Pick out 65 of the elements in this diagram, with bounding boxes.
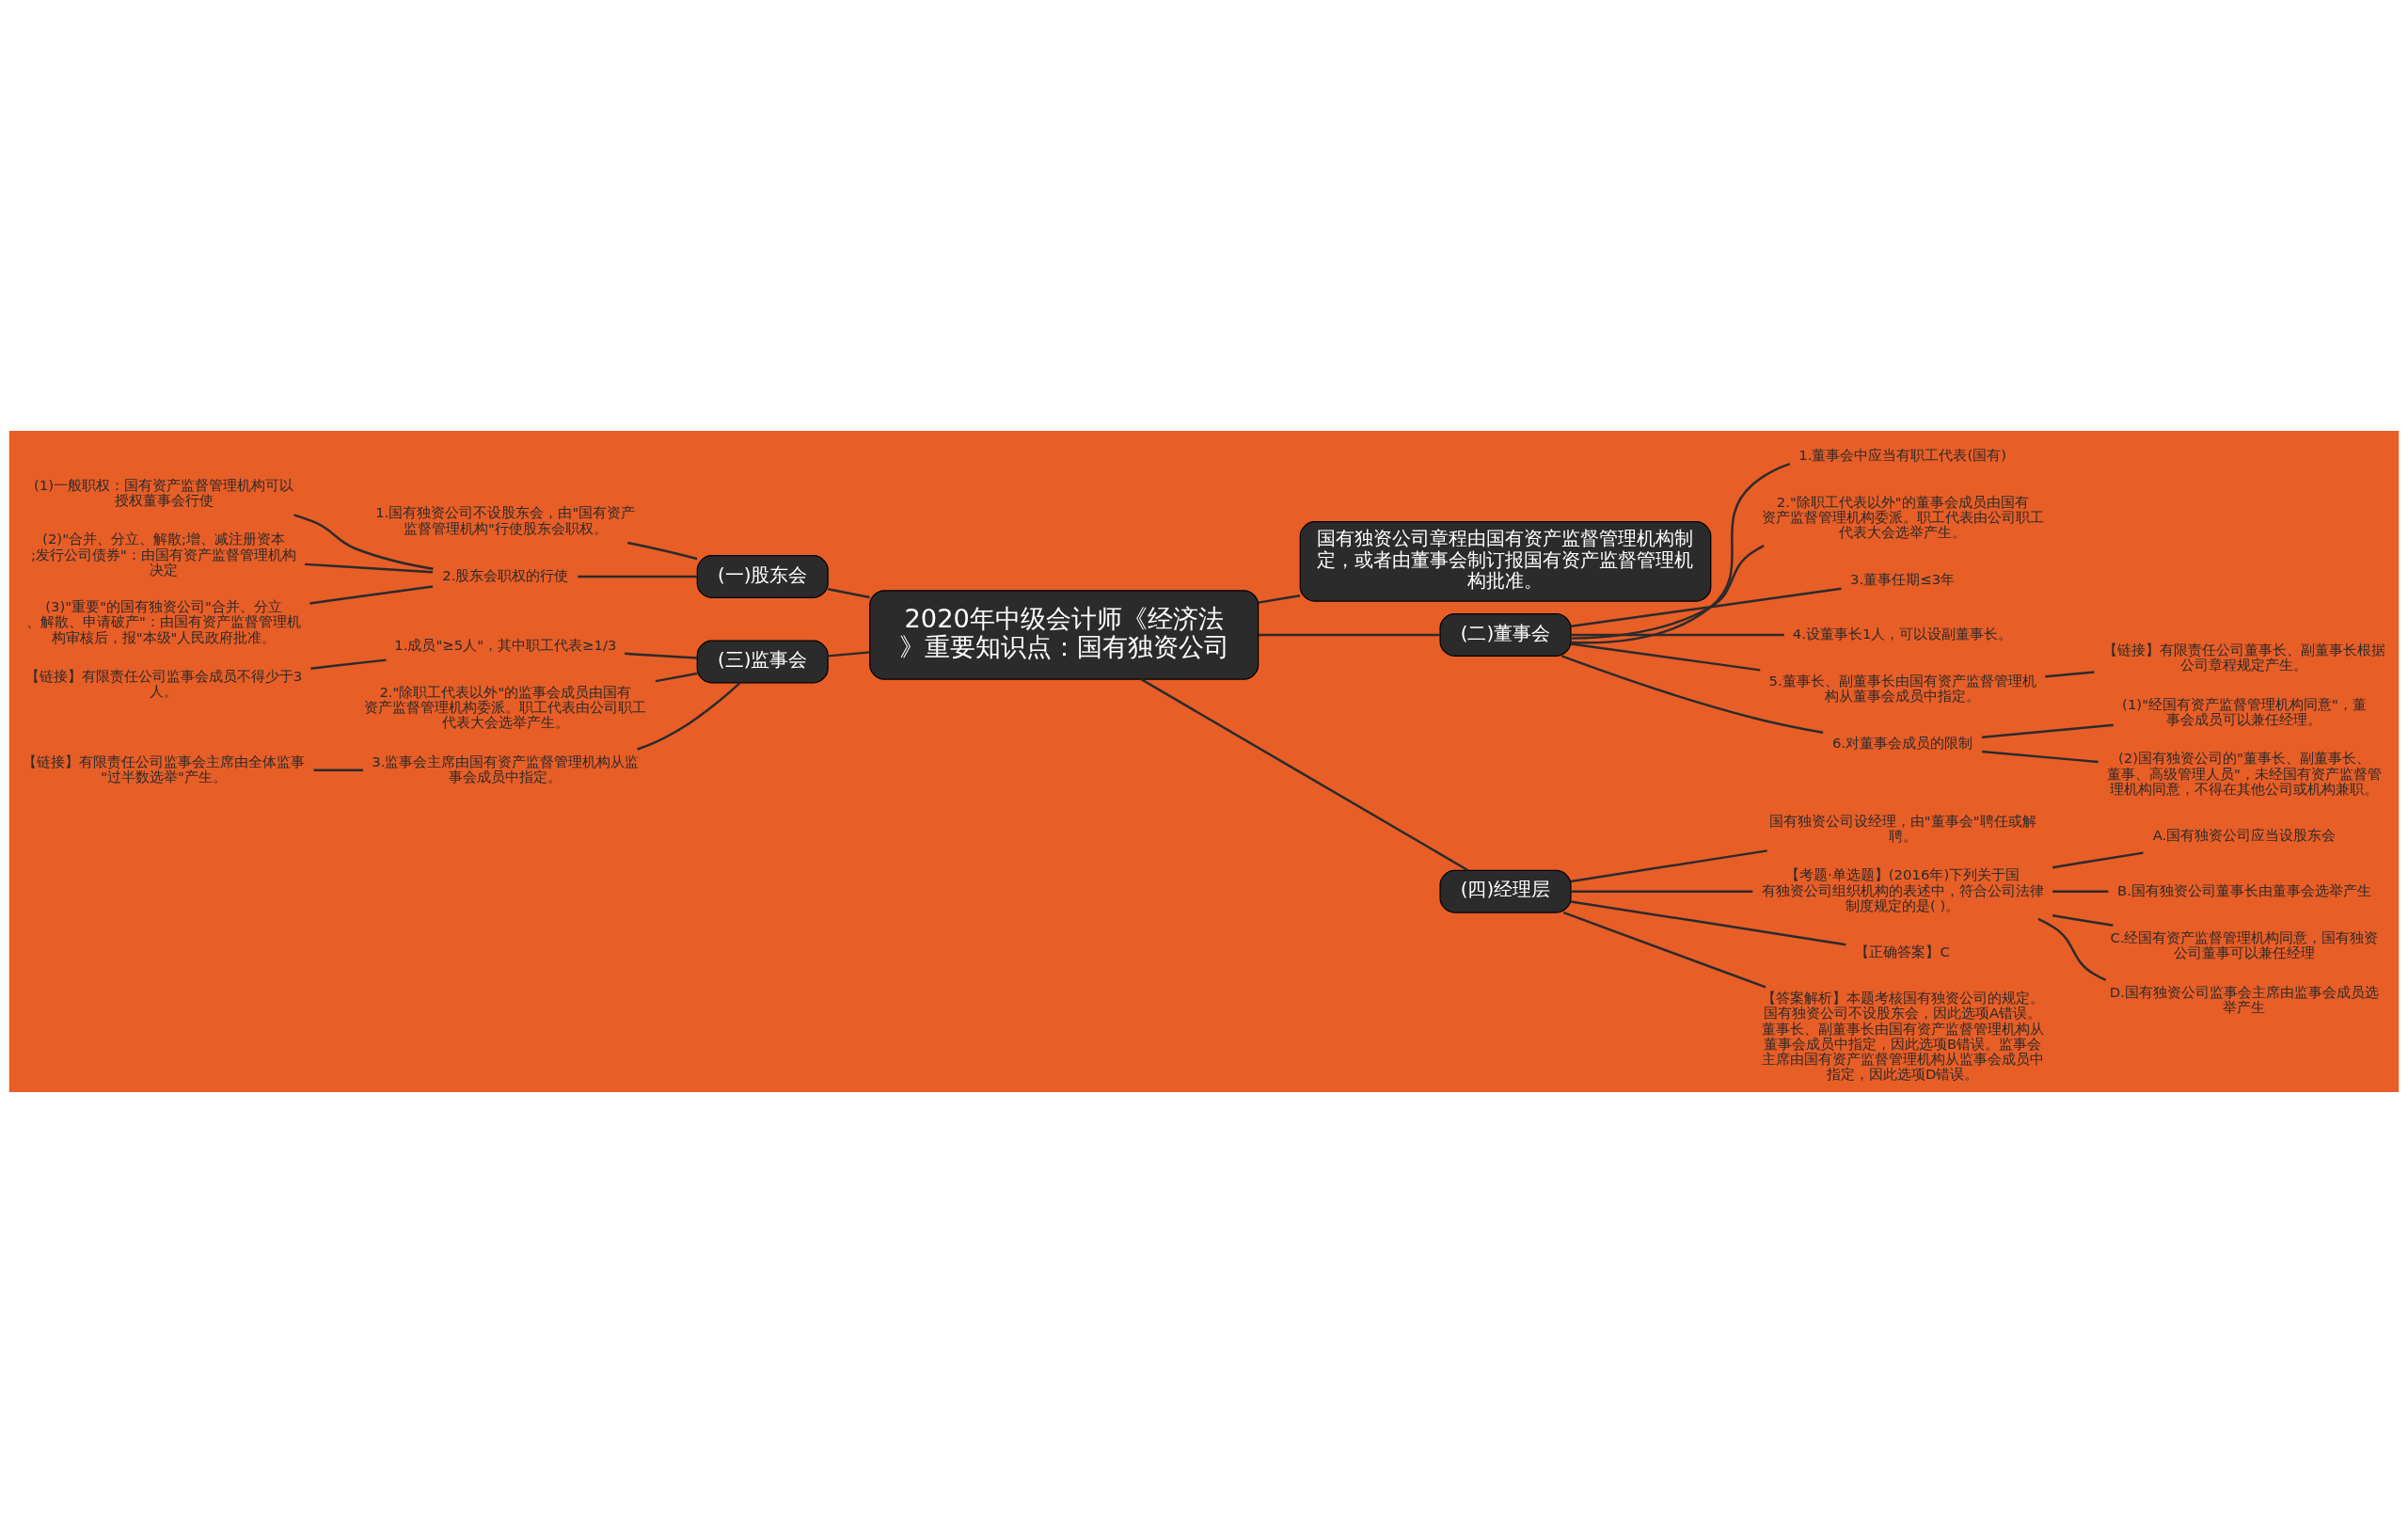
connector — [1570, 642, 1761, 672]
connector — [310, 658, 387, 670]
node-box: 国有独资公司章程由国有资产监督管理机构制定，或者由董事会制订报国有资产监督管理机构批准。 — [1299, 520, 1712, 602]
connector — [1571, 462, 1791, 643]
node-text: 6.对董事会成员的限制 — [1832, 734, 1973, 752]
connector — [2037, 917, 2107, 981]
connector — [1571, 544, 1765, 640]
node-text: 国有独资公司设经理，由"董事会"聘任或解聘。 — [1768, 812, 2036, 845]
connector — [625, 652, 698, 659]
connector — [2045, 670, 2095, 678]
node-text: 【链接】有限责任公司董事长、副董事长根据公司章程规定产生。 — [2102, 641, 2385, 674]
connector — [309, 584, 434, 605]
connector — [313, 769, 363, 771]
node-text: 【答案解析】本题考核国有独资公司的规定。国有独资公司不设股东会，因此选项A错误。董事长、副董事长由国有资产监督管理机构从董事会成员中指定，因此选项B错误。监事会主席由国有资产监督管理机构从监事会成员中指定，因此选项D错误。 — [1761, 989, 2044, 1083]
node-text: 【链接】有限责任公司监事会主席由全体监事"过半数选举"产生。 — [23, 753, 306, 785]
connector — [1571, 633, 1784, 636]
connector — [1570, 899, 1846, 945]
node-box: (二)董事会 — [1439, 612, 1572, 657]
node-text: (2)国有独资公司的"董事长、副董事长、董事、高级管理人员"，未经国有资产监督管理机构同意，不得在其他公司或机构兼职。 — [2107, 749, 2382, 798]
node-text: 1.成员"≥5人"，其中职工代表≥1/3 — [394, 636, 617, 654]
connector — [1562, 911, 1766, 989]
node-text: 3.董事任期≤3年 — [1850, 570, 1956, 588]
node-box: (三)监事会 — [696, 640, 829, 683]
connector — [1140, 677, 1469, 871]
node-text: 2."除职工代表以外"的监事会成员由国有资产监督管理机构委派。职工代表由公司职工代表大会选举产生。 — [364, 683, 647, 731]
connector — [827, 587, 870, 598]
node-text: B.国有独资公司董事长由董事会选举产生 — [2116, 881, 2371, 899]
node-text: (1)"经国有资产监督管理机构同意"，董事会成员可以兼任经理。 — [2122, 695, 2367, 728]
node-text: (1)一般职权：国有资产监督管理机构可以授权董事会行使 — [34, 476, 294, 509]
node-text: 5.董事长、副董事长由国有资产监督管理机构从董事会成员中指定。 — [1768, 672, 2036, 705]
connector — [578, 575, 698, 578]
connector — [293, 513, 434, 570]
connector — [1571, 587, 1842, 627]
connector — [1560, 654, 1824, 734]
connector — [627, 541, 698, 560]
node-text: (3)"重要"的国有独资公司"合并、分立、解散、申请破产"：由国有资产监督管理机构审核后，报"本级"人民政府批准。 — [26, 597, 301, 646]
node-text: 2.股东会职权的行使 — [442, 566, 569, 584]
connector — [1258, 594, 1301, 604]
node-box: (一)股东会 — [696, 554, 829, 598]
connector — [637, 681, 741, 751]
connector — [2052, 850, 2144, 868]
node-text: D.国有独资公司监事会主席由监事会成员选举产生 — [2109, 983, 2380, 1016]
node-text: (2)"合并、分立、解散;增、减注册资本;发行公司债券"：由国有资产监督管理机构决定 — [31, 530, 296, 579]
node-text: 【链接】有限责任公司监事会成员不得少于3人。 — [24, 667, 303, 700]
node-text: 4.设董事长1人，可以设副董事长。 — [1792, 625, 2013, 642]
node-box: 2020年中级会计师《经济法》重要知识点：国有独资公司 — [869, 589, 1259, 680]
node-text: 1.董事会中应当有职工代表(国有) — [1798, 446, 2007, 464]
connector — [1570, 848, 1767, 882]
node-text: 3.监事会主席由国有资产监督管理机构从监事会成员中指定。 — [372, 753, 640, 785]
connector — [2052, 890, 2109, 893]
connector — [828, 650, 870, 658]
node-text: 【考题·单选题】(2016年)下列关于国有独资公司组织机构的表述中，符合公司法律制度规定的是( )。 — [1761, 865, 2044, 914]
node-text: C.经国有资产监督管理机构同意，国有独资公司董事可以兼任经理 — [2110, 928, 2379, 961]
connector — [2052, 913, 2114, 927]
connector — [1982, 750, 2099, 763]
connector — [1571, 890, 1753, 893]
node-text: 1.国有独资公司不设股东会，由"国有资产监督管理机构"行使股东会职权。 — [375, 503, 636, 537]
node-text: A.国有独资公司应当设股东会 — [2152, 826, 2337, 844]
node-text: 【正确答案】C — [1855, 943, 1950, 960]
connector — [1258, 633, 1440, 636]
node-text: 2."除职工代表以外"的董事会成员由国有资产监督管理机构委派。职工代表由公司职工代表大会选举产生。 — [1761, 493, 2044, 541]
connector — [305, 563, 434, 573]
connector — [1982, 723, 2114, 738]
node-box: (四)经理层 — [1439, 869, 1572, 913]
connector — [655, 672, 698, 682]
